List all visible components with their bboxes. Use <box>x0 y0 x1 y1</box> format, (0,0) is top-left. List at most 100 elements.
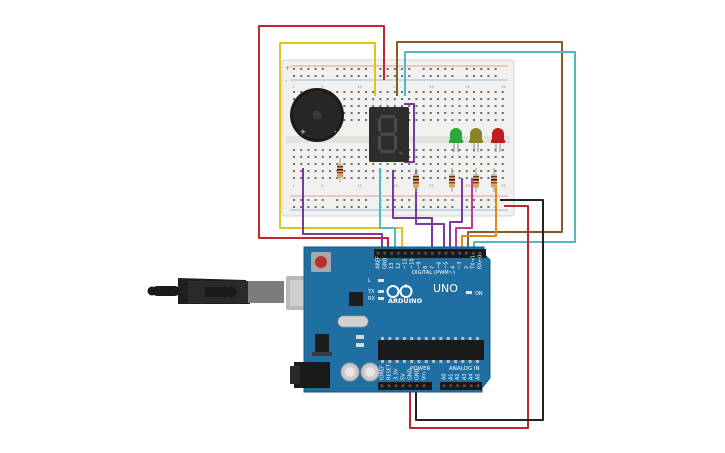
digital-pin-label: RX←0 <box>478 255 484 269</box>
column-number: 30 <box>501 184 506 188</box>
analog-header-label: ANALOG IN <box>449 366 480 372</box>
bottom-pin-label: A5 <box>476 373 482 380</box>
digital-pin-label: AREF <box>376 256 382 269</box>
led[interactable] <box>449 128 463 152</box>
capacitors <box>340 362 380 382</box>
led[interactable] <box>491 128 505 152</box>
column-number: 20 <box>429 85 434 89</box>
wire-purple-buzzer <box>302 168 383 250</box>
digital-pin-label: ~9 <box>416 262 422 269</box>
bottom-pin-label: 5V <box>401 373 407 380</box>
wire-red-gnd-rail <box>409 205 529 429</box>
digital-pin-label: 7 <box>430 266 436 269</box>
digital-pin-label: ~11 <box>403 258 409 269</box>
power-header <box>378 382 432 390</box>
wire-yellow <box>279 42 403 250</box>
digital-pin-label: ~6 <box>437 262 443 269</box>
resistors <box>337 158 497 192</box>
wire-orange-led <box>461 178 497 250</box>
digital-header-pins <box>376 252 482 255</box>
digital-pin-label: ~10 <box>410 258 416 269</box>
power-header-label: POWER <box>410 366 431 372</box>
leds <box>449 128 505 152</box>
bottom-pin-label: Vin <box>422 372 428 380</box>
seven-segment-display[interactable]: 8 <box>369 107 409 162</box>
crystal <box>337 315 369 328</box>
usb-chip <box>349 292 363 306</box>
bottom-pin-label: A2 <box>455 373 461 380</box>
wire-purple-display-2 <box>415 170 445 250</box>
digital-pin-label: ~3 <box>457 262 463 269</box>
wire-red-top <box>258 25 389 250</box>
bottom-pin-label: A0 <box>442 373 448 380</box>
usb-cable <box>147 276 330 310</box>
column-number: 5 <box>321 85 323 89</box>
wire-purple-led <box>449 178 463 250</box>
digital-pin-label: 2 <box>464 266 470 269</box>
resistor[interactable] <box>491 168 497 192</box>
bottom-header-pins <box>380 384 480 388</box>
status-led-label: TX <box>367 289 375 295</box>
piezo-buzzer[interactable]: + - <box>290 88 344 142</box>
bottom-pin-label: GND <box>408 368 414 380</box>
bottom-pin-label: A4 <box>469 373 475 380</box>
column-number: 25 <box>465 85 470 89</box>
buzzer-minus-label: - <box>334 128 337 136</box>
column-number: 10 <box>357 85 362 89</box>
digital-pin-label: 8 <box>423 266 429 269</box>
column-number: 10 <box>357 184 362 188</box>
wire-purple-display <box>392 170 433 250</box>
rail-minus-label: - <box>285 77 287 84</box>
power-led <box>466 291 472 294</box>
usb-plug-arrow-icon <box>205 284 238 300</box>
resistor[interactable] <box>337 158 343 182</box>
bottom-pin-label: A3 <box>462 373 468 380</box>
on-label: ON <box>475 291 483 297</box>
bottom-pin-label: IOREF <box>380 365 386 380</box>
arduino-logo-icon <box>386 284 413 298</box>
status-led-label: RX <box>368 296 375 302</box>
wire-cyan-short <box>379 168 396 250</box>
column-number: 15 <box>393 85 398 89</box>
column-number: 15 <box>393 184 398 188</box>
analog-header <box>440 382 482 390</box>
wire-purple-display-top <box>404 103 415 163</box>
digital-pin-label: ~5 <box>444 262 450 269</box>
resistor[interactable] <box>413 168 419 192</box>
wire-cyan <box>404 51 576 250</box>
column-number: 20 <box>429 184 434 188</box>
column-number: 25 <box>465 184 470 188</box>
column-number: 1 <box>293 184 295 188</box>
column-number: 5 <box>321 184 323 188</box>
resistor[interactable] <box>449 168 455 192</box>
bottom-pin-label: 3.3V <box>394 368 400 380</box>
digital-pin-label: GND <box>382 257 388 269</box>
wire-black-gnd-rail <box>415 199 544 421</box>
arduino-logo-text: ARDUINO <box>388 297 423 305</box>
rail-plus-label: + <box>285 65 290 72</box>
buzzer-plus-label: + <box>300 128 306 136</box>
led[interactable] <box>469 128 483 152</box>
atmega-microcontroller <box>378 337 484 363</box>
digital-header <box>374 249 486 258</box>
bottom-pin-label: RESET <box>387 363 393 380</box>
reset-button[interactable] <box>311 252 331 272</box>
digital-pin-label: 13 <box>389 263 395 269</box>
column-number: 30 <box>501 85 506 89</box>
wire-magenta-led <box>455 178 473 250</box>
resistor[interactable] <box>473 168 479 192</box>
column-number: 1 <box>293 85 295 89</box>
digital-pin-label: 12 <box>396 263 402 269</box>
digital-pin-label: TX→1 <box>471 255 477 270</box>
bottom-pin-label: A1 <box>448 373 454 380</box>
digital-pin-label: 4 <box>450 266 456 269</box>
status-led-label: L <box>368 278 371 284</box>
arduino-model-text: UNO <box>433 282 458 295</box>
wires <box>258 25 576 429</box>
